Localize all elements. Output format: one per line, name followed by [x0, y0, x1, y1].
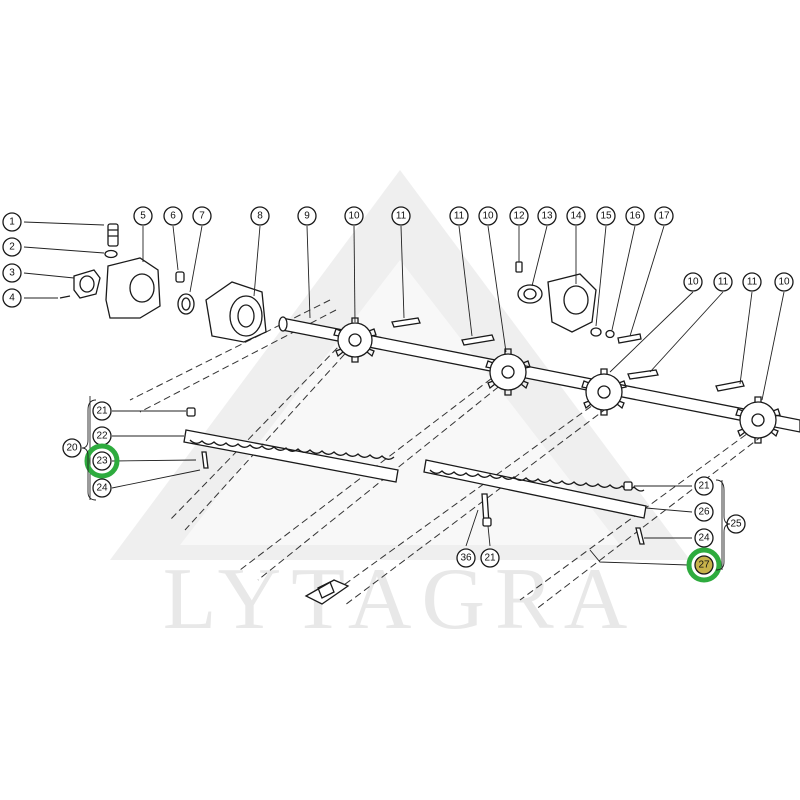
callout-15[interactable]: 15 [596, 206, 616, 226]
callout-5[interactable]: 5 [133, 206, 153, 226]
sprockets [333, 317, 781, 444]
callout-22[interactable]: 22 [92, 426, 112, 446]
sprocket-3 [581, 368, 627, 416]
svg-text:5: 5 [140, 211, 146, 222]
svg-text:3: 3 [9, 268, 15, 279]
svg-text:2: 2 [9, 242, 15, 253]
callout-1[interactable]: 1 [2, 212, 22, 232]
svg-text:14: 14 [570, 211, 582, 222]
callout-36[interactable]: 36 [456, 548, 476, 568]
svg-text:21: 21 [484, 553, 496, 564]
svg-text:11: 11 [396, 211, 407, 222]
callout-2[interactable]: 2 [2, 237, 22, 257]
svg-text:24: 24 [96, 483, 108, 494]
svg-text:25: 25 [730, 519, 742, 530]
callout-13[interactable]: 13 [537, 206, 557, 226]
callout-26[interactable]: 26 [694, 502, 714, 522]
svg-text:24: 24 [698, 533, 710, 544]
watermark-triangle-inner [180, 260, 620, 545]
callout-27-highlighted[interactable]: 27 [686, 547, 722, 583]
svg-text:10: 10 [687, 277, 699, 288]
svg-text:26: 26 [698, 507, 710, 518]
scraper-bars [183, 429, 647, 605]
callout-21-a[interactable]: 21 [92, 401, 112, 421]
callout-10-a[interactable]: 10 [344, 206, 364, 226]
callout-12[interactable]: 12 [509, 206, 529, 226]
svg-text:7: 7 [199, 211, 205, 222]
main-shaft [278, 316, 800, 433]
svg-text:4: 4 [9, 293, 15, 304]
svg-text:22: 22 [96, 431, 108, 442]
callout-9[interactable]: 9 [297, 206, 317, 226]
callout-3[interactable]: 3 [2, 263, 22, 283]
svg-text:8: 8 [257, 211, 263, 222]
callout-16[interactable]: 16 [625, 206, 645, 226]
callout-23-highlighted[interactable]: 23 [84, 443, 120, 479]
callout-11-c[interactable]: 11 [713, 272, 733, 292]
callout-10-c[interactable]: 10 [683, 272, 703, 292]
svg-text:21: 21 [698, 481, 710, 492]
callout-10-d[interactable]: 10 [774, 272, 794, 292]
callout-10-b[interactable]: 10 [478, 206, 498, 226]
callouts: 1 2 3 4 5 6 7 8 9 10 11 11 10 12 13 14 1… [2, 206, 794, 583]
svg-text:9: 9 [304, 211, 310, 222]
svg-text:13: 13 [541, 211, 553, 222]
callout-17[interactable]: 17 [654, 206, 674, 226]
callout-21-c[interactable]: 21 [480, 548, 500, 568]
callout-21-b[interactable]: 21 [694, 476, 714, 496]
svg-text:10: 10 [348, 211, 360, 222]
callout-20[interactable]: 20 [62, 438, 82, 458]
callout-11-a[interactable]: 11 [391, 206, 411, 226]
svg-text:36: 36 [460, 553, 472, 564]
svg-text:11: 11 [454, 211, 465, 222]
svg-text:12: 12 [513, 211, 525, 222]
svg-text:1: 1 [9, 217, 15, 228]
svg-text:21: 21 [96, 406, 108, 417]
callout-6[interactable]: 6 [163, 206, 183, 226]
svg-text:16: 16 [629, 211, 641, 222]
callout-14[interactable]: 14 [566, 206, 586, 226]
callout-25[interactable]: 25 [726, 514, 746, 534]
svg-text:27: 27 [698, 560, 710, 571]
group-brackets [81, 399, 731, 571]
leader-lines [23, 221, 785, 570]
svg-text:11: 11 [718, 277, 729, 288]
keys [391, 317, 745, 392]
callout-11-d[interactable]: 11 [742, 272, 762, 292]
right-hardware [515, 261, 642, 344]
callout-11-b[interactable]: 11 [449, 206, 469, 226]
sprocket-2 [485, 348, 531, 396]
callout-8[interactable]: 8 [250, 206, 270, 226]
svg-text:17: 17 [658, 211, 670, 222]
callout-24-b[interactable]: 24 [694, 528, 714, 548]
watermark-text: LYTAGRA [163, 551, 638, 648]
svg-text:20: 20 [66, 443, 78, 454]
svg-text:23: 23 [96, 456, 108, 467]
svg-text:10: 10 [778, 277, 790, 288]
callout-24-a[interactable]: 24 [92, 478, 112, 498]
fasteners [186, 407, 645, 545]
svg-text:6: 6 [170, 211, 176, 222]
svg-text:10: 10 [482, 211, 494, 222]
callout-4[interactable]: 4 [2, 288, 22, 308]
callout-7[interactable]: 7 [192, 206, 212, 226]
svg-text:11: 11 [747, 277, 758, 288]
sprocket-4 [735, 396, 781, 444]
svg-text:15: 15 [600, 211, 612, 222]
left-hardware [59, 223, 267, 343]
